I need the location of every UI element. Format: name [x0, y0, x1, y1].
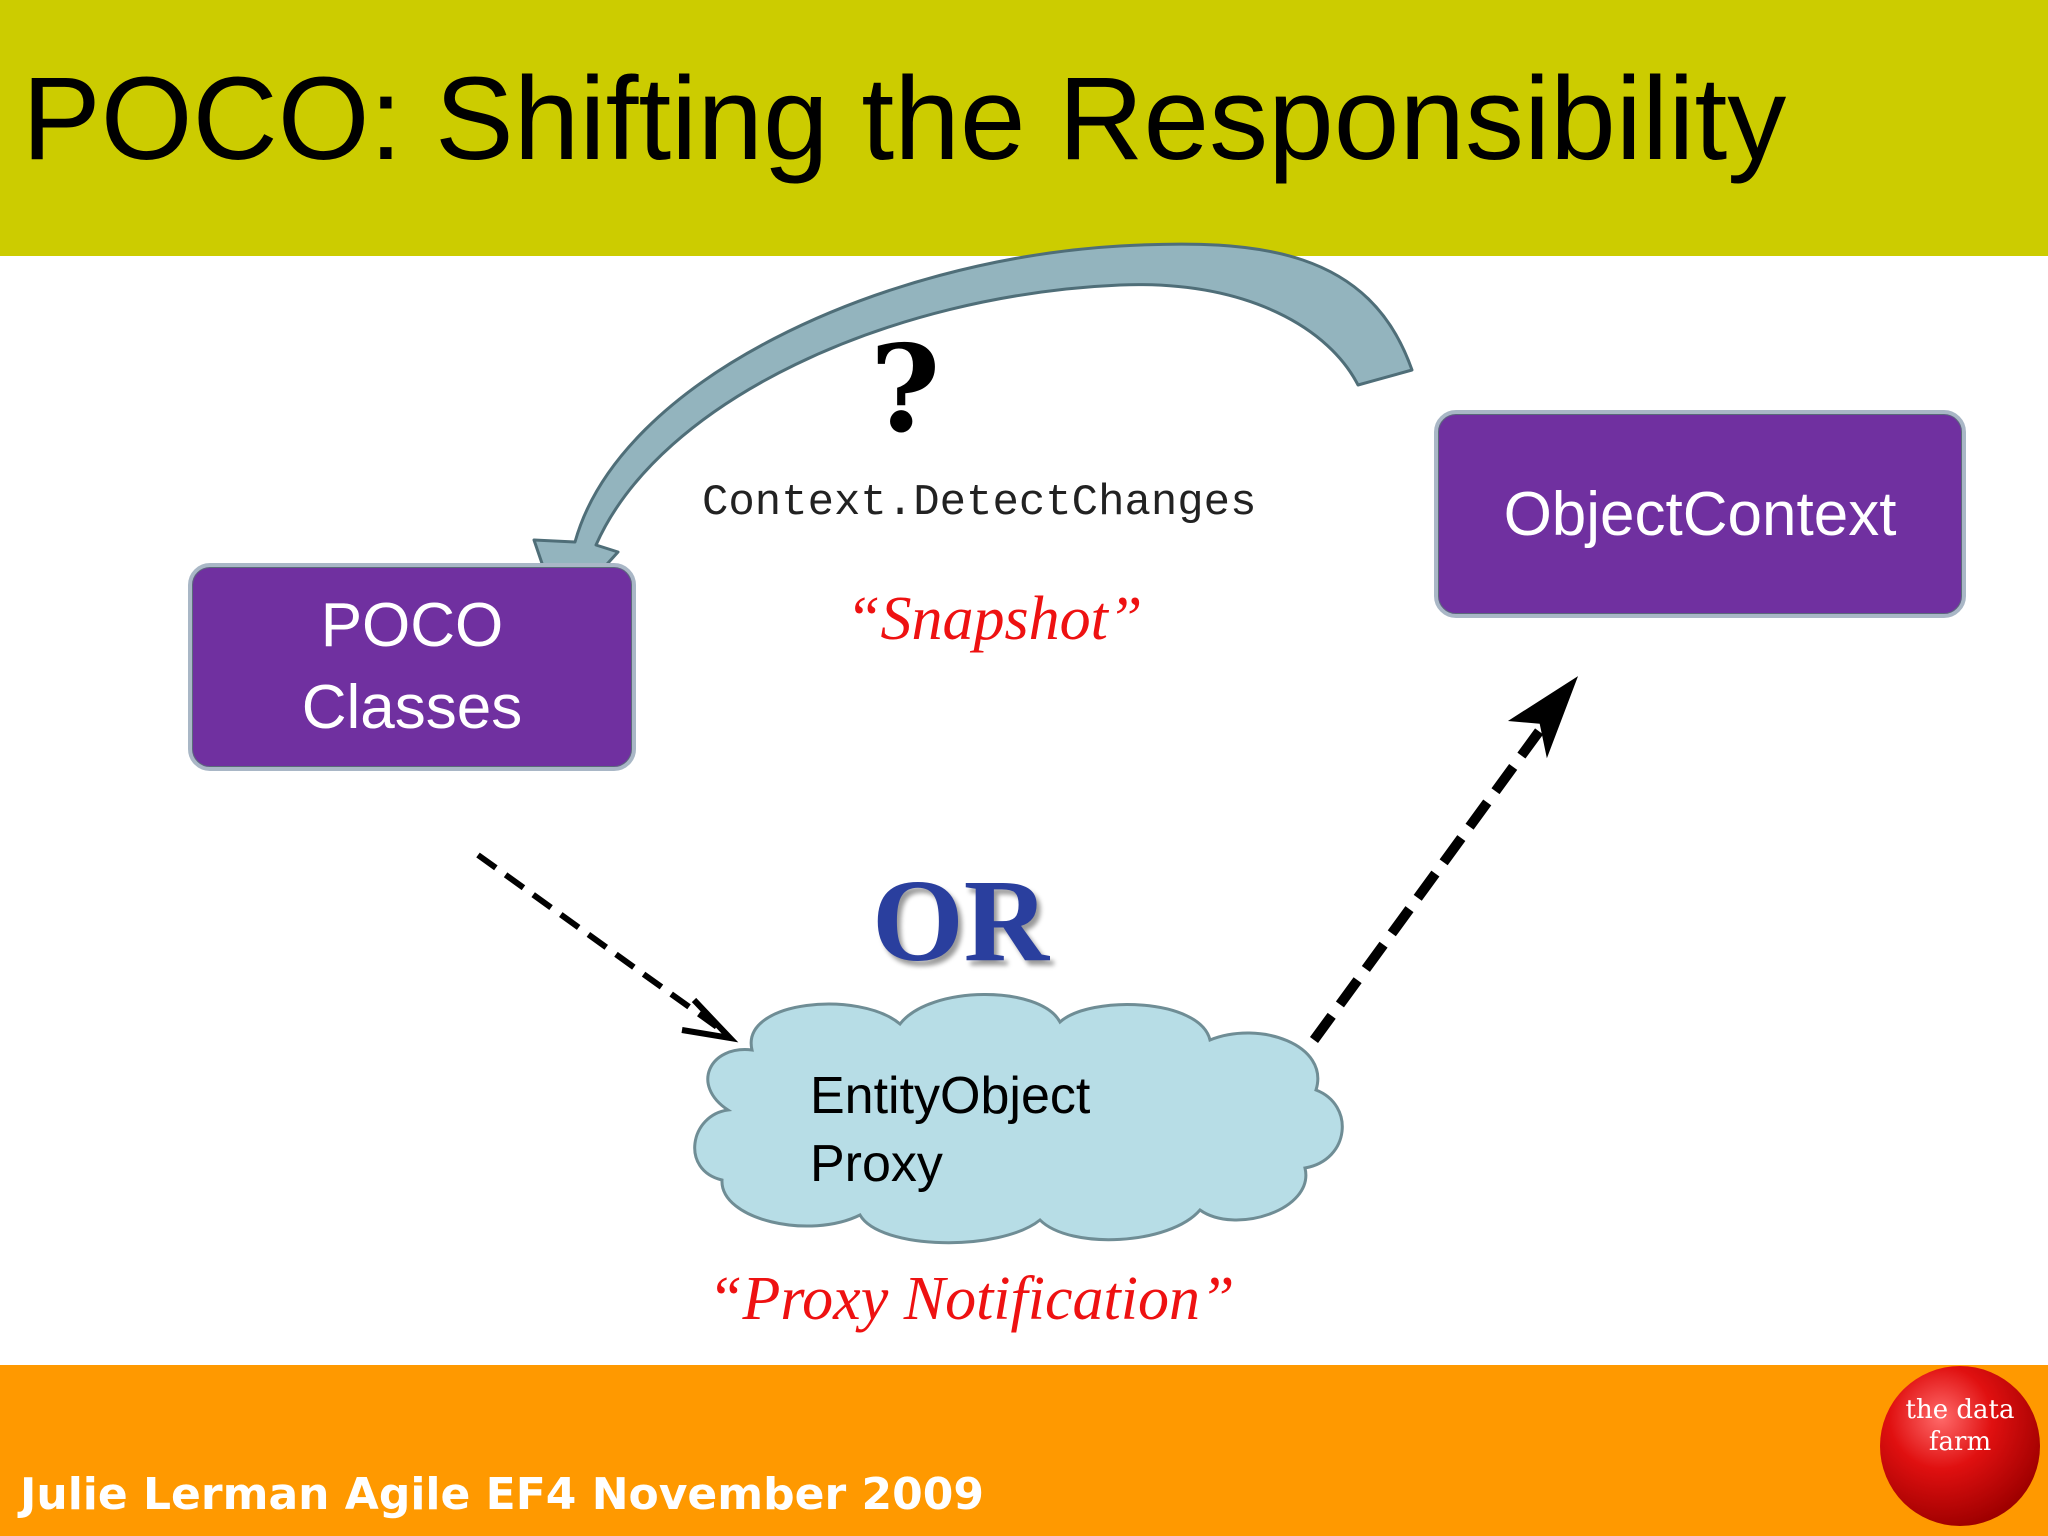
poco-box-line2: Classes — [301, 673, 523, 742]
snapshot-label: “Snapshot” — [846, 585, 1143, 653]
detect-changes-label: Context.DetectChanges — [702, 478, 1257, 528]
title-bar: POCO: Shifting the Responsibility — [0, 0, 2048, 256]
footer-bar — [0, 1365, 2048, 1536]
proxy-notification-label: “Proxy Notification” — [708, 1265, 1235, 1333]
object-context-box: ObjectContext — [1434, 410, 1966, 618]
question-mark: ? — [870, 319, 941, 460]
poco-box-line1: POCO — [320, 591, 504, 660]
object-context-label: ObjectContext — [1503, 479, 1897, 549]
footer-text: Julie Lerman Agile EF4 November 2009 — [20, 1469, 984, 1520]
data-farm-logo: the data farm — [1880, 1366, 2040, 1526]
cloud-line1: EntityObject — [810, 1067, 1091, 1125]
cloud-line2: Proxy — [810, 1135, 943, 1193]
proxy-cloud — [693, 993, 1344, 1245]
poco-classes-box: POCO Classes — [188, 563, 636, 771]
curved-arrow — [532, 242, 1414, 618]
dashed-arrow-to-proxy — [476, 852, 739, 1043]
cloud-label: EntityObject Proxy — [810, 1062, 1090, 1198]
or-label: OR — [872, 855, 1049, 986]
dashed-arrow-to-objectcontext — [1309, 676, 1579, 1043]
slide-title: POCO: Shifting the Responsibility — [22, 53, 1787, 185]
logo-text: the data farm — [1905, 1395, 2015, 1457]
